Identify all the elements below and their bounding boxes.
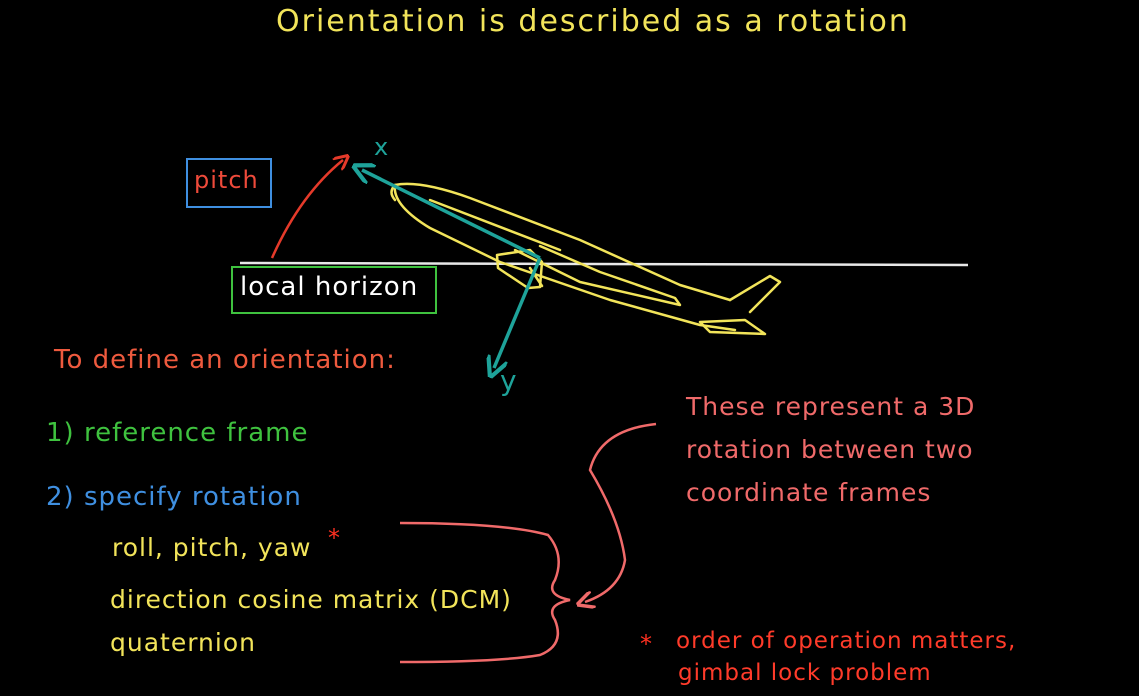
- y-axis-arrow: [494, 257, 542, 368]
- method-dcm: direction cosine matrix (DCM): [110, 585, 512, 614]
- footnote-asterisk: *: [640, 630, 653, 658]
- footnote-line: order of operation matters,: [676, 628, 1017, 654]
- method-quaternion: quaternion: [110, 628, 256, 657]
- step-specify-rotation: 2) specify rotation: [46, 482, 302, 512]
- note-line: rotation between two: [686, 435, 974, 464]
- pitch-label: pitch: [194, 166, 259, 194]
- note-line: coordinate frames: [686, 478, 932, 507]
- method-brace: [399, 521, 571, 664]
- airplane-outline: [390, 182, 782, 336]
- local-horizon-box: [231, 266, 437, 314]
- method-roll-pitch-yaw: roll, pitch, yaw: [112, 533, 312, 562]
- x-axis-label: x: [374, 133, 390, 161]
- define-heading: To define an orientation:: [54, 345, 396, 375]
- slide-title: Orientation is described as a rotation: [276, 4, 910, 39]
- footnote-line: gimbal lock problem: [678, 660, 932, 686]
- note-line: These represent a 3D: [686, 392, 976, 421]
- y-axis-label: y: [500, 364, 518, 397]
- asterisk-mark: *: [328, 524, 341, 552]
- note-arrow: [585, 422, 657, 602]
- step-reference-frame: 1) reference frame: [46, 418, 309, 448]
- pitch-arrow: [270, 160, 343, 259]
- local-horizon-label: local horizon: [240, 272, 419, 302]
- pitch-label-box: [186, 158, 272, 208]
- horizon-line: [239, 261, 969, 267]
- x-axis-arrow: [362, 170, 541, 260]
